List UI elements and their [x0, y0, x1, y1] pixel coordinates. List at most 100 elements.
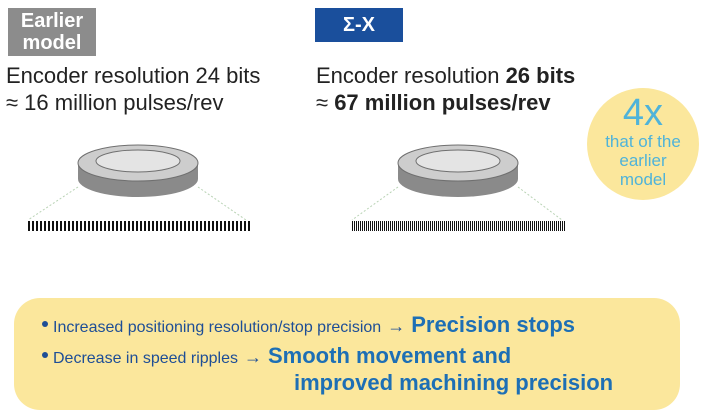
- encoder-slit: [524, 221, 525, 231]
- encoder-slit: [416, 221, 417, 231]
- encoder-slit: [464, 221, 465, 231]
- earlier-model-badge-line1: Earlier: [20, 10, 84, 32]
- encoder-slit: [536, 221, 537, 231]
- sigma-x-encoder-slit-pattern: [352, 221, 565, 231]
- multiplier-text: 4x: [622, 92, 664, 134]
- encoder-slit: [392, 221, 393, 231]
- encoder-slit: [356, 221, 357, 231]
- encoder-slit: [478, 221, 479, 231]
- encoder-slit: [140, 221, 142, 231]
- encoder-slit: [228, 221, 230, 231]
- earlier-encoder-disc: [77, 144, 199, 197]
- sigma-x-pulses-text: ≈ 67 million pulses/rev: [316, 90, 551, 116]
- encoder-slit: [108, 221, 110, 231]
- improvement-bubble: 4x that of the earlier model: [587, 88, 699, 200]
- encoder-slit: [474, 221, 475, 231]
- encoder-slit: [248, 221, 250, 231]
- encoder-slit: [564, 221, 565, 231]
- encoder-slit: [558, 221, 559, 231]
- zoom-guide-left: [351, 186, 399, 221]
- encoder-slit: [160, 221, 162, 231]
- encoder-slit: [36, 221, 38, 231]
- encoder-slit: [188, 221, 190, 231]
- encoder-slit: [212, 221, 214, 231]
- encoder-slit: [100, 221, 102, 231]
- encoder-slit: [128, 221, 130, 231]
- encoder-slit: [454, 221, 455, 231]
- encoder-slit: [208, 221, 210, 231]
- sigma-x-encoder-disc-illustration: [351, 144, 565, 231]
- sigma-x-resolution-bits: 26 bits: [505, 63, 576, 88]
- encoder-slit: [490, 221, 491, 231]
- encoder-slit: [398, 221, 399, 231]
- encoder-slit: [64, 221, 66, 231]
- encoder-slit: [358, 221, 359, 231]
- encoder-slit: [220, 221, 222, 231]
- encoder-slit: [32, 221, 34, 231]
- earlier-pulses-text: ≈ 16 million pulses/rev: [6, 90, 224, 115]
- encoder-slit: [48, 221, 50, 231]
- encoder-slit: [136, 221, 138, 231]
- encoder-slit: [448, 221, 449, 231]
- benefit-item1-result: Precision stops: [411, 312, 576, 337]
- encoder-slit: [72, 221, 74, 231]
- encoder-slit: [426, 221, 427, 231]
- bubble-line1: that of the: [605, 132, 681, 151]
- encoder-slit: [518, 221, 519, 231]
- encoder-slit: [472, 221, 473, 231]
- encoder-slit: [432, 221, 433, 231]
- encoder-slit: [442, 221, 443, 231]
- encoder-slit: [372, 221, 373, 231]
- encoder-slit: [116, 221, 118, 231]
- encoder-slit: [498, 221, 499, 231]
- encoder-slit: [366, 221, 367, 231]
- encoder-slit: [68, 221, 70, 231]
- encoder-slit: [240, 221, 242, 231]
- sigma-x-pulses-prefix: ≈: [316, 90, 335, 115]
- bubble-line2: earlier: [619, 151, 667, 170]
- encoder-slit: [480, 221, 481, 231]
- encoder-slit: [502, 221, 503, 231]
- encoder-slit: [44, 221, 46, 231]
- encoder-slit: [124, 221, 126, 231]
- encoder-slit: [546, 221, 547, 231]
- encoder-slit: [418, 221, 419, 231]
- encoder-slit: [400, 221, 401, 231]
- encoder-slit: [538, 221, 539, 231]
- zoom-guide-right: [197, 186, 247, 221]
- encoder-slit: [452, 221, 453, 231]
- encoder-slit: [458, 221, 459, 231]
- encoder-slit: [96, 221, 98, 231]
- encoder-slit: [88, 221, 90, 231]
- encoder-slit: [550, 221, 551, 231]
- encoder-slit: [164, 221, 166, 231]
- encoder-slit: [528, 221, 529, 231]
- encoder-slit: [450, 221, 451, 231]
- encoder-slit: [552, 221, 553, 231]
- bullet-dot: [42, 320, 48, 327]
- encoder-slit: [236, 221, 238, 231]
- encoder-slit: [496, 221, 497, 231]
- encoder-slit: [132, 221, 134, 231]
- encoder-slit: [60, 221, 62, 231]
- encoder-slit: [224, 221, 226, 231]
- encoder-slit: [516, 221, 517, 231]
- encoder-slit: [184, 221, 186, 231]
- encoder-slit: [388, 221, 389, 231]
- encoder-slit: [446, 221, 447, 231]
- encoder-slit: [204, 221, 206, 231]
- encoder-slit: [548, 221, 549, 231]
- encoder-slit: [468, 221, 469, 231]
- encoder-slit: [520, 221, 521, 231]
- encoder-slit: [434, 221, 435, 231]
- earlier-model-badge-line2: model: [22, 32, 82, 54]
- encoder-slit: [152, 221, 154, 231]
- encoder-slit: [200, 221, 202, 231]
- encoder-slit: [436, 221, 437, 231]
- zoom-guide-right: [517, 186, 563, 221]
- encoder-slit: [470, 221, 471, 231]
- encoder-slit: [378, 221, 379, 231]
- bullet-dot: [42, 351, 48, 358]
- encoder-slit: [466, 221, 467, 231]
- earlier-model-badge: Earlier model: [8, 8, 96, 56]
